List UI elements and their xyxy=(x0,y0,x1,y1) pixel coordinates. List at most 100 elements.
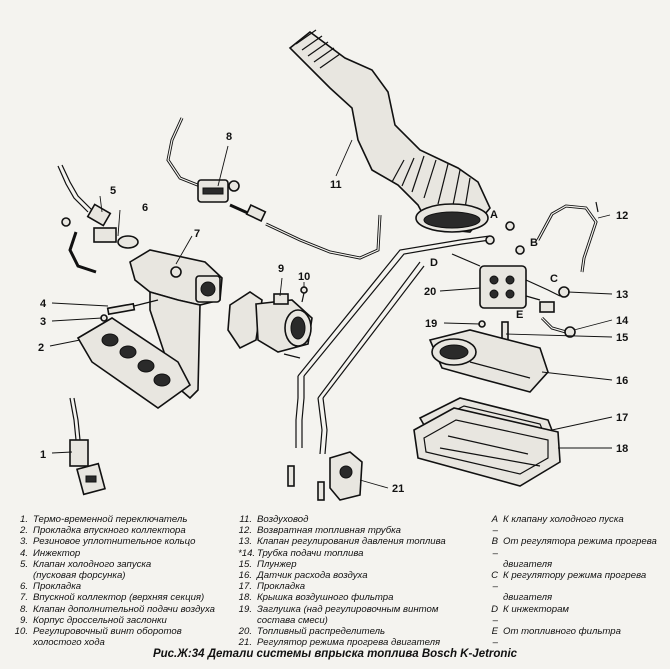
legend-item: 19. Заглушка (над регулировочным винтом xyxy=(238,604,446,615)
legend-item-text: Инжектор xyxy=(33,547,81,559)
callout-20: 20 xyxy=(424,286,436,298)
legend-item-text: Впускной коллектор (верхняя секция) xyxy=(33,592,205,604)
legend-item-text: холостого хода xyxy=(33,637,105,649)
legend-item: двигателя xyxy=(484,592,657,603)
legend-item-text: Возвратная топливная трубка xyxy=(257,525,401,537)
legend-item-number: 15. xyxy=(238,558,252,570)
legend-item-number: 4. xyxy=(19,547,28,559)
legend-item-number: 10. xyxy=(14,626,28,638)
legend-item-number: 13. xyxy=(238,536,252,548)
legend-item-text: Корпус дроссельной заслонки xyxy=(33,614,167,626)
callout-numbers: 1 2 3 4 5 6 7 8 9 10 11 12 13 14 15 16 1… xyxy=(38,131,629,495)
legend-item: 20. Топливный распределитель xyxy=(238,626,446,637)
air-duct xyxy=(288,29,491,233)
air-filter-cover xyxy=(413,407,561,487)
legend-item: E – От топливного фильтра xyxy=(484,626,657,648)
legend-item-text: Прокладка впускного коллектора xyxy=(33,525,186,537)
callout-1: 1 xyxy=(40,449,46,461)
manifold-gasket xyxy=(76,317,192,409)
legend-item: холостого хода xyxy=(14,637,215,648)
callout-letter-a: A xyxy=(490,209,498,221)
legend-item: 21. Регулятор режима прогрева двигателя xyxy=(238,637,446,648)
fuel-distributor xyxy=(451,221,561,309)
legend-item: 10.Регулировочный винт оборотов xyxy=(14,626,215,637)
auxiliary-air-valve xyxy=(166,117,382,260)
legend-item-number: 6. xyxy=(19,581,28,593)
figure-caption: Рис.Ж:34 Детали системы впрыска топлива … xyxy=(152,648,518,660)
legend-item-text: (пусковая форсунка) xyxy=(33,570,126,582)
callout-letters: A B C D E xyxy=(430,209,558,321)
cold-start-valve xyxy=(57,164,139,274)
air-flow-sensor xyxy=(428,329,549,393)
legend-item-text: Регулятор режима прогрева двигателя xyxy=(257,637,441,649)
legend-item-number: 21. xyxy=(238,637,252,649)
callout-8: 8 xyxy=(226,131,232,143)
callout-4: 4 xyxy=(40,298,47,310)
callout-13: 13 xyxy=(616,289,628,301)
legend-item-text: Заглушка (над регулировочным винтом xyxy=(257,603,439,615)
legend-item-number: 12. xyxy=(238,525,252,537)
legend-item: 9.Корпус дроссельной заслонки xyxy=(14,615,215,626)
legend-item: 6. Прокладка xyxy=(14,581,215,592)
callout-18: 18 xyxy=(616,443,628,455)
legend-item-number: *14. xyxy=(238,547,256,559)
legend-column-2: 11. Воздуховод 12. Возвратная топливная тру… xyxy=(238,514,446,648)
legend-item-text: состава смеси) xyxy=(257,614,328,626)
legend-item: 7. Впускной коллектор (верхняя секция) xyxy=(14,592,215,603)
legend-item: (пусковая форсунка) xyxy=(14,570,215,581)
legend-item-number: E – xyxy=(491,626,498,649)
callout-letter-e: E xyxy=(516,309,523,321)
callout-letter-b: B xyxy=(530,237,538,249)
callout-6: 6 xyxy=(142,202,148,214)
legend-item-number: 2. xyxy=(19,525,28,537)
legend-item-text: Трубка подачи топлива xyxy=(257,547,364,559)
legend-item-text: двигателя xyxy=(503,592,553,604)
legend-item-text: Воздуховод xyxy=(257,514,309,525)
callout-7: 7 xyxy=(194,228,200,240)
callout-11: 11 xyxy=(330,179,342,191)
legend-item-text: Клапан холодного запуска xyxy=(33,558,152,570)
fuel-injection-exploded-diagram: 1 2 3 4 5 6 7 8 9 10 11 12 13 14 15 16 1… xyxy=(38,29,629,501)
callout-15: 15 xyxy=(616,332,628,344)
fuel-lines xyxy=(295,235,491,455)
legend-item-number: B – xyxy=(491,536,498,559)
legend-item: A – К клапану холодного пуска xyxy=(484,514,657,536)
legend-item-text: К клапану холодного пуска xyxy=(503,514,624,525)
legend-item-text: Крышка воздушного фильтра xyxy=(257,592,394,604)
legend-item: двигателя xyxy=(484,559,657,570)
callout-5: 5 xyxy=(110,185,116,197)
legend-item-number: 18. xyxy=(238,592,252,604)
legend-item-text: Клапан дополнительной подачи воздуха xyxy=(33,603,215,615)
callout-letter-c: C xyxy=(550,273,558,285)
legend-item: состава смеси) xyxy=(238,615,446,626)
legend-item-text: Плунжер xyxy=(257,558,297,570)
legend-item-number: 7. xyxy=(19,592,28,604)
plunger xyxy=(478,320,509,343)
legend-item-text: Топливный распределитель xyxy=(257,626,386,638)
legend-item-number: D – xyxy=(491,603,498,626)
legend-item-text: От топливного фильтра xyxy=(503,626,621,638)
thermo-time-switch xyxy=(69,397,106,496)
legend-item: 16.Датчик расхода воздуха xyxy=(238,570,446,581)
legend-item-text: К инжекторам xyxy=(503,603,569,615)
legend-item-number: 20. xyxy=(238,626,252,638)
leader-lines xyxy=(49,139,613,489)
legend-item-text: Датчик расхода воздуха xyxy=(257,570,368,582)
pressure-regulator xyxy=(539,286,576,338)
legend-item: 8.Клапан дополнительной подачи воздуха xyxy=(14,604,215,615)
legend-item-number: 1. xyxy=(19,514,28,525)
legend-item-number: 11. xyxy=(239,514,252,525)
legend-item: 17.Прокладка xyxy=(238,581,446,592)
legend-item-text: Прокладка xyxy=(33,581,82,593)
callout-2: 2 xyxy=(38,342,44,354)
legend-item-text: Прокладка xyxy=(257,581,306,593)
legend-item-number: 19. xyxy=(238,603,252,615)
legend-item: 4. Инжектор xyxy=(14,548,215,559)
legend-item: 18. Крышка воздушного фильтра xyxy=(238,592,446,603)
legend-item-number: A – xyxy=(491,514,498,537)
legend-item: 11. Воздуховод xyxy=(238,514,446,525)
legend-item: *14.Трубка подачи топлива xyxy=(238,548,446,559)
legend-item: C –К регулятору режима прогрева xyxy=(484,570,657,592)
